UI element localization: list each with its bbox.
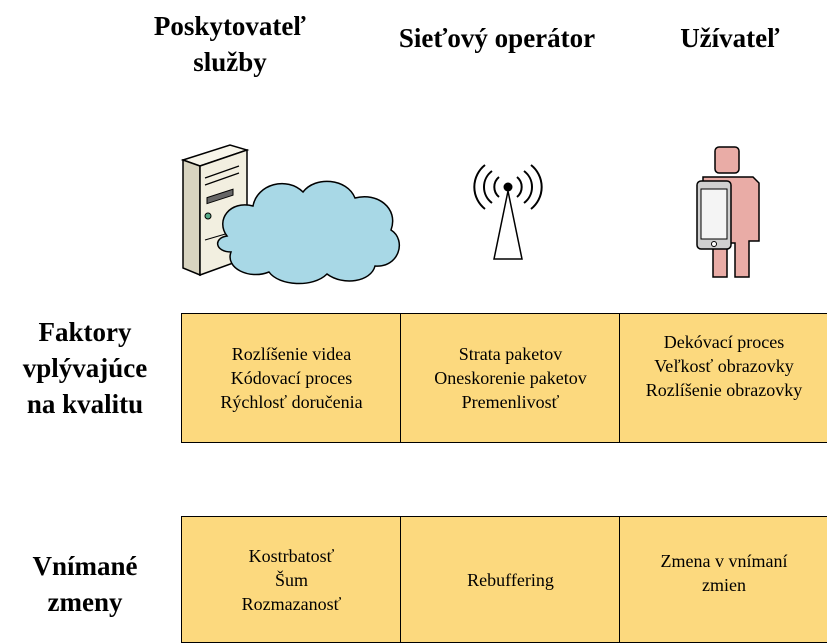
factors-header-line1: Faktory (38, 317, 132, 347)
column-header-user: Užívateľ (655, 20, 805, 56)
factor-item: Veľkosť obrazovky (654, 356, 794, 376)
server-cloud-icon (180, 144, 401, 285)
perceived-item: Zmena v vnímaní (660, 551, 788, 571)
provider-header-line1: Poskytovateľ (153, 11, 307, 41)
user-header-label: Užívateľ (680, 23, 780, 53)
operator-header-label: Sieťový operátor (398, 23, 596, 53)
factor-item: Premenlivosť (461, 392, 560, 412)
row-header-perceived: Vnímané zmeny (0, 548, 170, 620)
factor-item: Dekóvací proces (663, 332, 785, 352)
factor-item: Rýchlosť doručenia (220, 392, 363, 412)
factor-item: Rozlíšenie videa (231, 344, 352, 364)
perceived-item: Šum (274, 569, 308, 590)
factor-item: Kódovací proces (230, 368, 353, 388)
person-phone-icon (696, 146, 760, 278)
perceived-item: Rebuffering (467, 569, 554, 590)
perceived-cell-provider: Kostrbatosť Šum Rozmazanosť (181, 516, 402, 643)
factors-cell-operator: Strata paketov Oneskorenie paketov Preme… (400, 313, 621, 443)
factor-item: Oneskorenie paketov (434, 368, 587, 388)
row-header-factors: Faktory vplývajúce na kvalitu (0, 314, 170, 422)
factors-cell-user: Dekóvací proces Veľkosť obrazovky Rozlíš… (619, 313, 827, 443)
factors-header-line3: na kvalitu (26, 389, 144, 419)
factor-item: Rozlíšenie obrazovky (645, 380, 803, 400)
perceived-header-line1: Vnímané (32, 551, 138, 581)
column-header-operator: Sieťový operátor (372, 20, 622, 56)
perceived-cell-operator: Rebuffering (400, 516, 621, 643)
factors-cell-provider: Rozlíšenie videa Kódovací proces Rýchlos… (181, 313, 402, 443)
perceived-header-line2: zmeny (47, 587, 123, 617)
provider-header-line2: služby (193, 47, 267, 77)
perceived-cell-user: Zmena v vnímaní zmien (619, 516, 827, 643)
perceived-item: Rozmazanosť (241, 593, 342, 614)
antenna-icon (473, 164, 543, 260)
factors-header-line2: vplývajúce (22, 353, 148, 383)
perceived-item: zmien (702, 575, 746, 595)
factor-item: Strata paketov (458, 344, 563, 364)
perceived-item: Kostrbatosť (248, 545, 335, 566)
column-header-provider: Poskytovateľ služby (125, 8, 335, 80)
